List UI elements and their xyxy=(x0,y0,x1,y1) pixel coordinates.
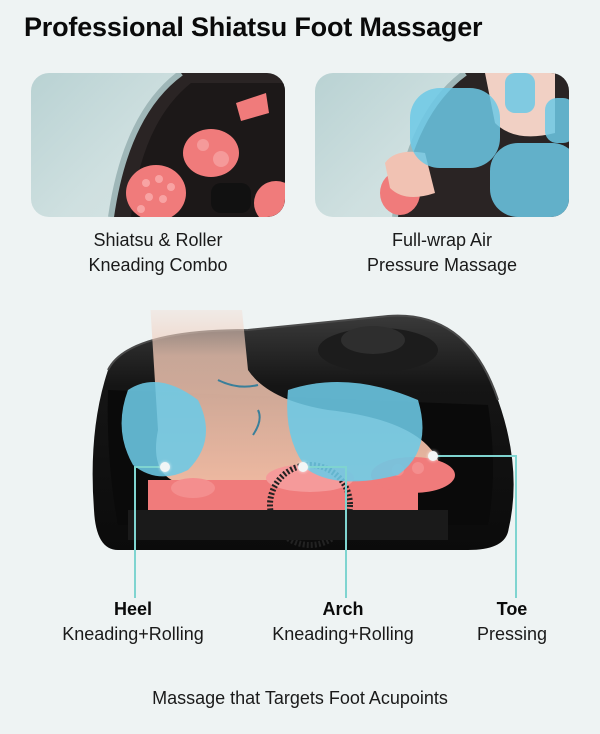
heel-callout-line xyxy=(134,466,166,468)
arch-marker-dot xyxy=(298,462,308,472)
zone-name: Heel xyxy=(113,599,153,619)
arch-callout-line xyxy=(345,466,347,598)
zone-label-heel: Heel Kneading+Rolling xyxy=(40,597,226,647)
caption-line: Pressure Massage xyxy=(366,255,518,275)
arch-airbag xyxy=(287,382,423,482)
zone-technique: Pressing xyxy=(476,624,548,644)
zone-name: Arch xyxy=(322,599,364,619)
control-button xyxy=(341,326,405,354)
zone-technique: Kneading+Rolling xyxy=(62,624,204,644)
zone-name: Toe xyxy=(496,599,528,619)
heel-airbag xyxy=(121,382,206,477)
toe-callout-line xyxy=(515,455,517,598)
feature-image-shiatsu-roller xyxy=(31,73,285,217)
zone-label-arch: Arch Kneading+Rolling xyxy=(250,597,436,647)
caption-line: Full-wrap Air xyxy=(391,230,493,250)
toe-marker-dot xyxy=(428,451,438,461)
toe-callout-line xyxy=(433,455,517,457)
caption-line: Shiatsu & Roller xyxy=(93,230,223,250)
shiatsu-roller-illustration xyxy=(108,73,285,217)
caption-line: Kneading Combo xyxy=(88,255,228,275)
foot-massager-cutaway-illustration xyxy=(92,310,514,550)
feature-caption-air-pressure: Full-wrap Air Pressure Massage xyxy=(315,228,569,278)
arch-callout-line xyxy=(303,466,347,468)
footer-tagline: Massage that Targets Foot Acupoints xyxy=(152,688,448,708)
page-title: Professional Shiatsu Foot Massager xyxy=(24,12,483,42)
heel-callout-line xyxy=(134,466,136,598)
feature-caption-shiatsu-roller: Shiatsu & Roller Kneading Combo xyxy=(31,228,285,278)
feature-image-air-pressure xyxy=(315,73,569,217)
zone-technique: Kneading+Rolling xyxy=(272,624,414,644)
air-pressure-illustration xyxy=(380,73,569,217)
zone-label-toe: Toe Pressing xyxy=(455,597,569,647)
heel-marker-dot xyxy=(160,462,170,472)
